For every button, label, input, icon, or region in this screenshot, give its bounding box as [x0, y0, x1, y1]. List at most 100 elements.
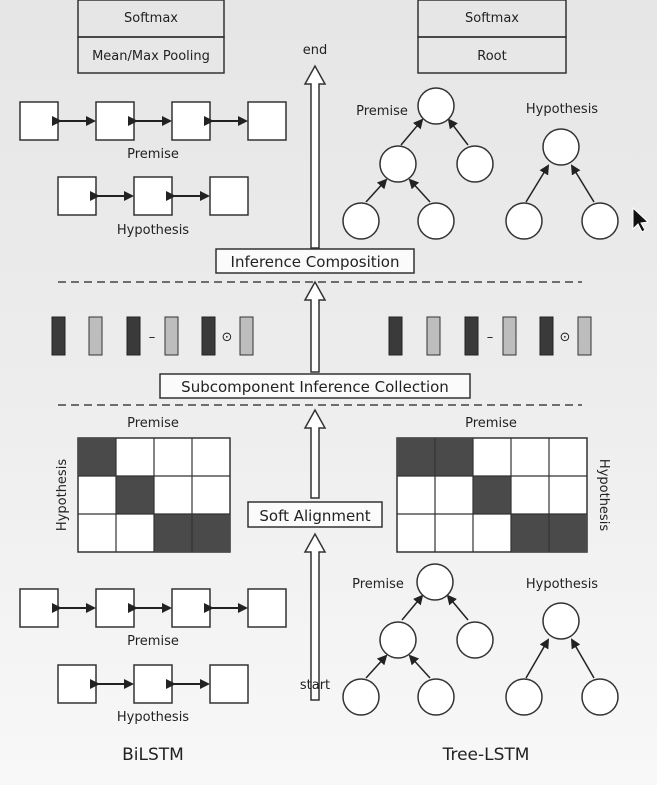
matrix-cell-dark: [154, 514, 192, 552]
lstm-cell: [209, 176, 249, 216]
tree-node: [417, 678, 455, 716]
softmax-label-right: Softmax: [465, 11, 519, 26]
end-label: end: [303, 43, 328, 58]
minus-operator: –: [149, 330, 156, 345]
stage-soft-alignment: Soft Alignment: [247, 501, 383, 528]
stage-label-collection: Subcomponent Inference Collection: [181, 378, 449, 396]
tree-premise-bottom: Premise: [342, 563, 494, 716]
tree-premise-top: Premise: [342, 87, 494, 240]
tree-node: [456, 621, 494, 659]
root-label: Root: [477, 49, 506, 64]
matrix-cell-dark: [473, 476, 511, 514]
matrix-cell-dark: [397, 438, 435, 476]
alignment-matrix-right: Premise Hypothesis: [396, 416, 611, 553]
lstm-cell: [247, 101, 287, 141]
matrix-cell-dark: [116, 476, 154, 514]
tree-hypothesis-top: Hypothesis: [505, 102, 619, 240]
premise-label: Premise: [127, 634, 179, 649]
hypothesis-label-vertical: Hypothesis: [55, 459, 70, 531]
tree-node: [342, 678, 380, 716]
root-box: [417, 36, 567, 74]
lstm-cell: [171, 101, 211, 141]
enhancement-vectors-left: – ⊙: [51, 316, 254, 356]
hypothesis-label: Hypothesis: [117, 710, 189, 725]
lstm-cell: [19, 101, 59, 141]
softmax-label-left: Softmax: [124, 11, 178, 26]
vector-dark: [388, 316, 403, 356]
lstm-cell: [171, 588, 211, 628]
lstm-cell: [57, 176, 97, 216]
tree-node: [505, 678, 543, 716]
tree-node: [456, 145, 494, 183]
tree-edge: [570, 164, 595, 203]
dot-operator: ⊙: [560, 330, 571, 345]
top-left-output-stack: Softmax Mean/Max Pooling: [77, 0, 225, 74]
matrix-cell-dark: [511, 514, 549, 552]
stage-label-alignment: Soft Alignment: [259, 507, 370, 525]
footer-label-bilstm: BiLSTM: [122, 745, 184, 765]
vector-dark: [539, 316, 554, 356]
pooling-box: [77, 36, 225, 74]
stage-box-alignment: [247, 501, 383, 528]
bilstm-premise-chain-bottom: Premise: [19, 588, 287, 649]
premise-label: Premise: [465, 416, 517, 431]
enhancement-vectors-right: – ⊙: [388, 316, 592, 356]
hypothesis-label: Hypothesis: [526, 577, 598, 592]
matrix-cell-dark: [192, 514, 230, 552]
matrix-cell-dark: [78, 438, 116, 476]
vector-gray: [577, 316, 592, 356]
matrix-cell-dark: [549, 514, 587, 552]
top-right-output-stack: Softmax Root: [417, 0, 567, 74]
tree-node: [542, 602, 580, 640]
lstm-cell: [19, 588, 59, 628]
vector-dark: [126, 316, 141, 356]
vector-gray: [502, 316, 517, 356]
tree-edge: [365, 178, 388, 203]
matrix-grid: [78, 438, 230, 552]
alignment-matrix-left: Premise Hypothesis: [55, 416, 231, 553]
tree-hypothesis-bottom: Hypothesis: [505, 577, 619, 716]
tree-edge: [446, 594, 469, 621]
tree-edge: [408, 178, 431, 203]
footer-label-tree-lstm: Tree-LSTM: [442, 745, 530, 765]
hypothesis-label-vertical: Hypothesis: [596, 459, 611, 531]
bilstm-premise-chain-top: Premise: [19, 101, 287, 162]
stage-subcomponent-collection: Subcomponent Inference Collection: [159, 373, 471, 399]
tree-edge: [365, 654, 388, 679]
tree-edge: [400, 118, 424, 146]
matrix-cell-dark: [435, 438, 473, 476]
stage-inference-composition: Inference Composition: [215, 248, 415, 274]
tree-edge: [525, 164, 550, 203]
tree-node: [379, 621, 417, 659]
tree-node: [342, 202, 380, 240]
tree-node: [416, 563, 454, 601]
vector-gray: [426, 316, 441, 356]
lstm-cell: [95, 588, 135, 628]
premise-label: Premise: [352, 577, 404, 592]
lstm-cell: [133, 664, 173, 704]
vector-gray: [164, 316, 179, 356]
tree-node: [505, 202, 543, 240]
stage-box-composition: [215, 248, 415, 274]
flow-arrow-start-to-alignment: [303, 532, 327, 701]
bilstm-hypothesis-chain-top: Hypothesis: [57, 176, 249, 238]
matrix-grid: [397, 438, 587, 552]
hypothesis-label: Hypothesis: [117, 223, 189, 238]
tree-node: [417, 87, 455, 125]
mouse-pointer-icon: [632, 206, 650, 233]
premise-label: Premise: [127, 416, 179, 431]
tree-node: [581, 202, 619, 240]
stage-label-composition: Inference Composition: [231, 253, 400, 271]
central-flow: end start: [300, 43, 330, 701]
vector-dark: [201, 316, 216, 356]
vector-gray: [239, 316, 254, 356]
stage-box-collection: [159, 373, 471, 399]
start-label: start: [300, 678, 330, 693]
premise-label: Premise: [127, 147, 179, 162]
premise-label: Premise: [356, 104, 408, 119]
tree-edge: [525, 638, 550, 679]
flow-arrow-alignment-to-collection: [303, 408, 327, 499]
pooling-label: Mean/Max Pooling: [92, 49, 210, 64]
tree-edge: [570, 638, 595, 679]
